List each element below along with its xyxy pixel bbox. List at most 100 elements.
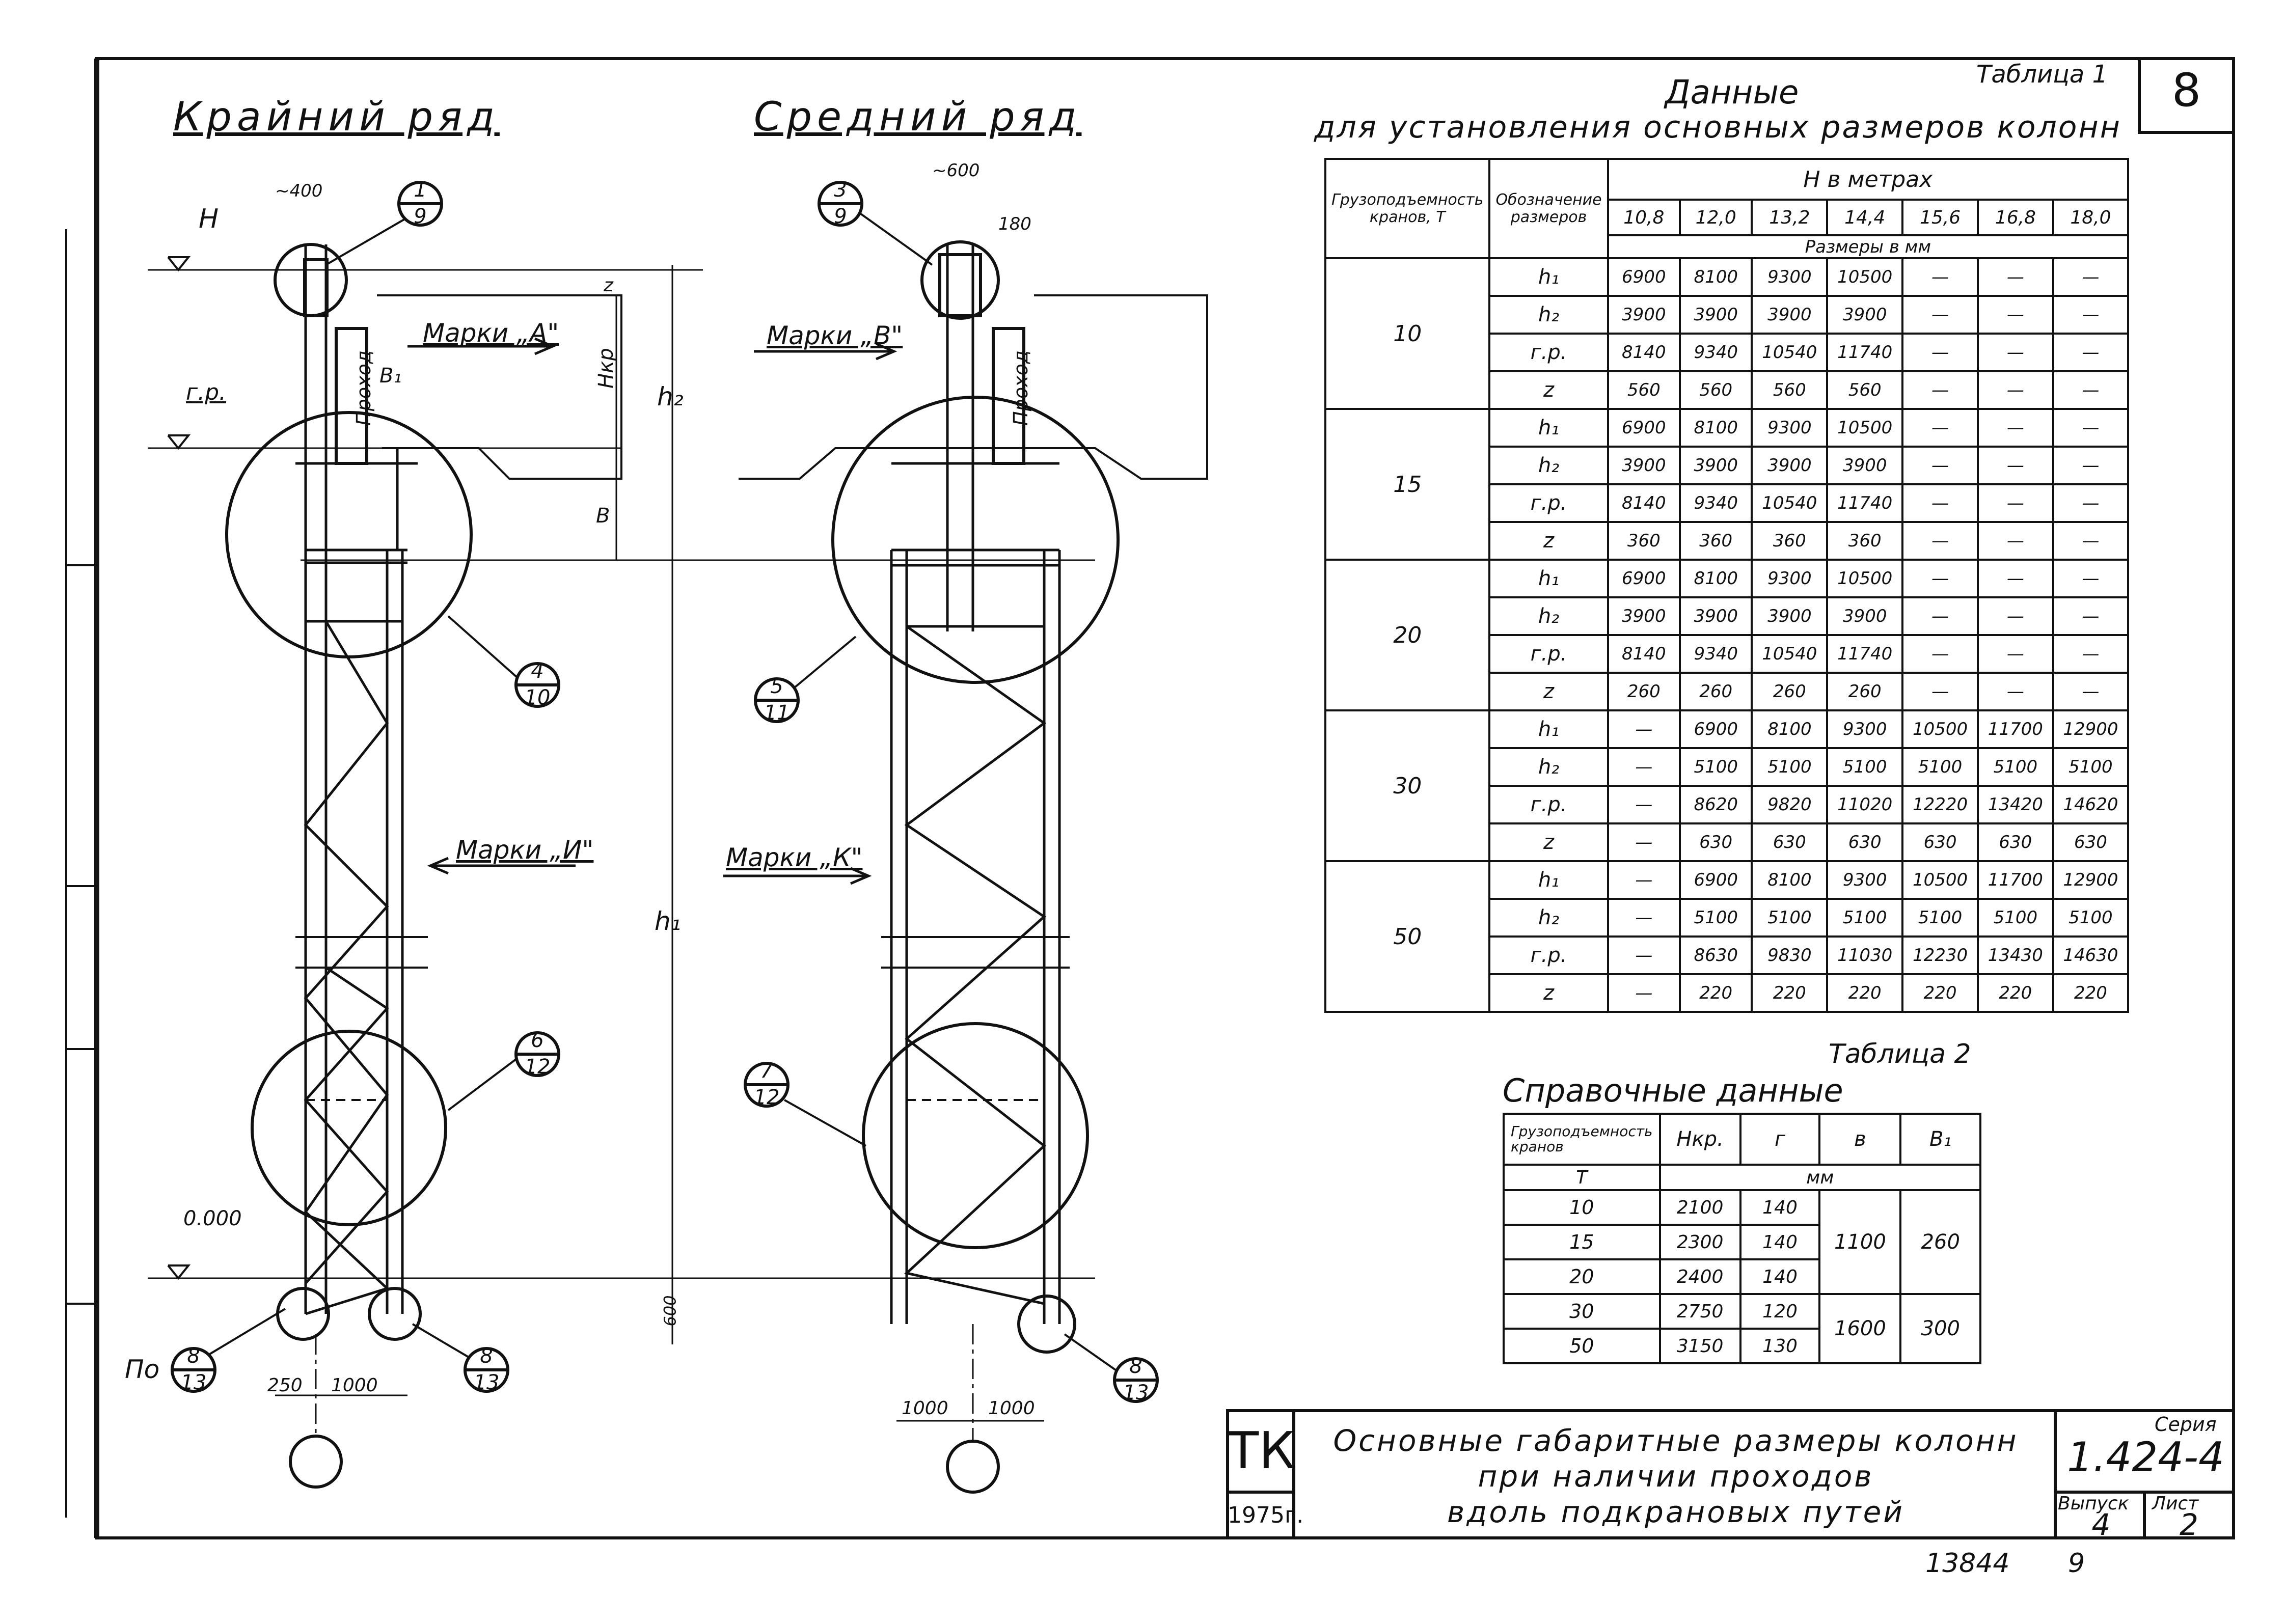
table2-row-hkr: 2300 bbox=[1658, 1224, 1741, 1260]
dim-h1-label: h₁ bbox=[655, 906, 681, 936]
table1-value-cell: 3900 bbox=[1826, 596, 1904, 636]
table1-capacity-cell: 30 bbox=[1324, 709, 1491, 862]
table1-designation-cell: h₂ bbox=[1488, 596, 1609, 636]
table1-value-cell: 10500 bbox=[1901, 860, 1979, 900]
table2-col-B1: В₁ bbox=[1899, 1113, 1981, 1166]
table1-value-cell: — bbox=[1976, 634, 2054, 674]
table1-value-cell: 6900 bbox=[1607, 408, 1681, 448]
table2-row-g: 140 bbox=[1739, 1224, 1821, 1260]
table1-value-cell: 6900 bbox=[1679, 860, 1753, 900]
table1-value-cell: 630 bbox=[1976, 822, 2054, 862]
table2-title: Справочные данные bbox=[1503, 1072, 1843, 1109]
callout-3-den: 9 bbox=[834, 205, 847, 228]
table2-row-cap: 50 bbox=[1503, 1328, 1661, 1364]
table1-h-header: Н в метрах bbox=[1607, 158, 2130, 201]
table1-height-header: 12,0 bbox=[1679, 199, 1753, 236]
table1-value-cell: 10500 bbox=[1826, 408, 1904, 448]
table1-value-cell: 5100 bbox=[1976, 747, 2054, 787]
table1-designation-cell: z bbox=[1488, 822, 1609, 862]
table1-value-cell: — bbox=[1607, 935, 1681, 975]
dim-1000-label: 1000 bbox=[331, 1375, 378, 1396]
table1-value-cell: 220 bbox=[2052, 973, 2130, 1013]
dim-Hkr-label: Нкр bbox=[594, 348, 618, 389]
table1-height-header: 13,2 bbox=[1751, 199, 1829, 236]
table1-value-cell: 9300 bbox=[1751, 408, 1829, 448]
table1-value-cell: 8100 bbox=[1679, 257, 1753, 297]
table1-value-cell: 220 bbox=[1751, 973, 1829, 1013]
table1-value-cell: 11700 bbox=[1976, 860, 2054, 900]
table1-height-header: 14,4 bbox=[1826, 199, 1904, 236]
table1-designation-cell: г.р. bbox=[1488, 634, 1609, 674]
table1-value-cell: 9340 bbox=[1679, 333, 1753, 372]
title-line-2: при наличии проходов bbox=[1478, 1459, 1874, 1494]
table1-value-cell: — bbox=[1976, 446, 2054, 485]
table1-value-cell: 5100 bbox=[2052, 898, 2130, 938]
table1-height-header: 10,8 bbox=[1607, 199, 1681, 236]
table1-value-cell: 8100 bbox=[1679, 408, 1753, 448]
table1-value-cell: — bbox=[1607, 822, 1681, 862]
year-label: 1975г. bbox=[1228, 1502, 1304, 1528]
table1-value-cell: 260 bbox=[1607, 672, 1681, 711]
org-label: ТК bbox=[1228, 1421, 1295, 1480]
table1-title: Данные bbox=[1665, 74, 1799, 112]
table1-value-cell: 360 bbox=[1679, 521, 1753, 561]
left-passage-label: Проход bbox=[352, 350, 375, 426]
table1-value-cell: — bbox=[1976, 370, 2054, 410]
table1-designation-cell: z bbox=[1488, 672, 1609, 711]
callout-8c-den: 13 bbox=[1123, 1381, 1149, 1405]
callout-5-den: 11 bbox=[764, 701, 790, 725]
table1-value-cell: — bbox=[1901, 333, 1979, 372]
table1-value-cell: 3900 bbox=[1679, 295, 1753, 335]
callout-4-num: 4 bbox=[531, 659, 544, 683]
table1-value-cell: 8140 bbox=[1607, 634, 1681, 674]
table2-row-g: 140 bbox=[1739, 1189, 1821, 1226]
detail-circle-5 bbox=[831, 396, 1120, 684]
table1-value-cell: 220 bbox=[1901, 973, 1979, 1013]
table1-capacity-cell: 20 bbox=[1324, 559, 1491, 711]
table1-value-cell: — bbox=[2052, 295, 2130, 335]
dim-250-label: 250 bbox=[267, 1375, 303, 1396]
middle-view-title: Средний ряд bbox=[754, 94, 1082, 140]
table1-value-cell: — bbox=[1901, 446, 1979, 485]
table1-designation-cell: h₁ bbox=[1488, 408, 1609, 448]
table1-value-cell: 3900 bbox=[1679, 446, 1753, 485]
page-number: 9 bbox=[2068, 1548, 2085, 1579]
table1-value-cell: — bbox=[1901, 257, 1979, 297]
dim-h2-label: h₂ bbox=[657, 382, 684, 411]
callout-4-den: 10 bbox=[524, 686, 551, 709]
dim-1000a-label: 1000 bbox=[902, 1398, 948, 1419]
table1-value-cell: 9340 bbox=[1679, 483, 1753, 523]
table1-value-cell: 6900 bbox=[1607, 257, 1681, 297]
middle-marks-top-label: Марки „В" bbox=[767, 321, 903, 350]
table2-merged-B1-2: 300 bbox=[1899, 1293, 1981, 1364]
detail-circle-6 bbox=[251, 1030, 447, 1226]
table1-value-cell: — bbox=[1607, 898, 1681, 938]
table1-value-cell: 5100 bbox=[1679, 747, 1753, 787]
table1-designation-cell: h₁ bbox=[1488, 709, 1609, 749]
table1-value-cell: — bbox=[1607, 785, 1681, 824]
table1-value-cell: 5100 bbox=[1679, 898, 1753, 938]
table1-value-cell: — bbox=[1901, 672, 1979, 711]
table1-value-cell: 8140 bbox=[1607, 333, 1681, 372]
table1-value-cell: 5100 bbox=[1901, 747, 1979, 787]
table1-value-cell: — bbox=[1901, 370, 1979, 410]
level-zero-label: 0.000 bbox=[183, 1207, 242, 1230]
table1-value-cell: — bbox=[1607, 709, 1681, 749]
table1-value-cell: 11020 bbox=[1826, 785, 1904, 824]
table1-value-cell: 9300 bbox=[1826, 709, 1904, 749]
table1-value-cell: 630 bbox=[1751, 822, 1829, 862]
table1-value-cell: 5100 bbox=[1901, 898, 1979, 938]
detail-circle-3 bbox=[920, 240, 1000, 320]
table1-value-cell: — bbox=[1901, 596, 1979, 636]
left-view-title: Крайний ряд bbox=[173, 94, 500, 140]
table1-height-header: 16,8 bbox=[1976, 199, 2054, 236]
table1-value-cell: 3900 bbox=[1751, 295, 1829, 335]
